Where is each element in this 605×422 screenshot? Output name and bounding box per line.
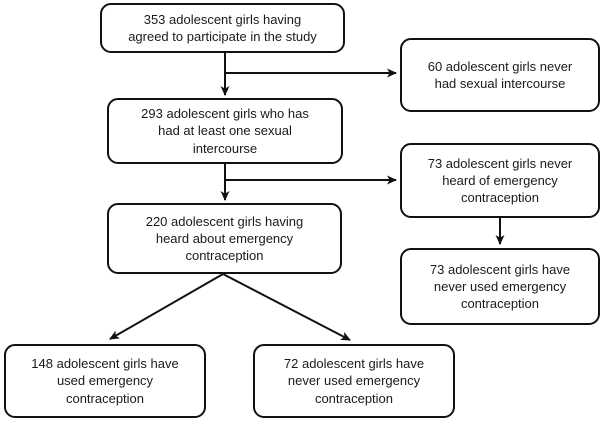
- node-never-used-ec-right: 73 adolescent girls have never used emer…: [400, 248, 600, 325]
- arrow-heard-to-used: [109, 273, 224, 340]
- arrow-heard-to-never-used-bottom: [222, 273, 351, 341]
- node-never-had-intercourse: 60 adolescent girls never had sexual int…: [400, 38, 600, 112]
- node-participants: 353 adolescent girls having agreed to pa…: [100, 3, 345, 53]
- node-used-ec: 148 adolescent girls have used emergency…: [4, 344, 206, 418]
- node-heard-about-ec: 220 adolescent girls having heard about …: [107, 203, 342, 274]
- node-never-heard-of-ec: 73 adolescent girls never heard of emerg…: [400, 143, 600, 218]
- node-never-used-ec-bottom: 72 adolescent girls have never used emer…: [253, 344, 455, 418]
- node-had-intercourse: 293 adolescent girls who has had at leas…: [107, 98, 343, 164]
